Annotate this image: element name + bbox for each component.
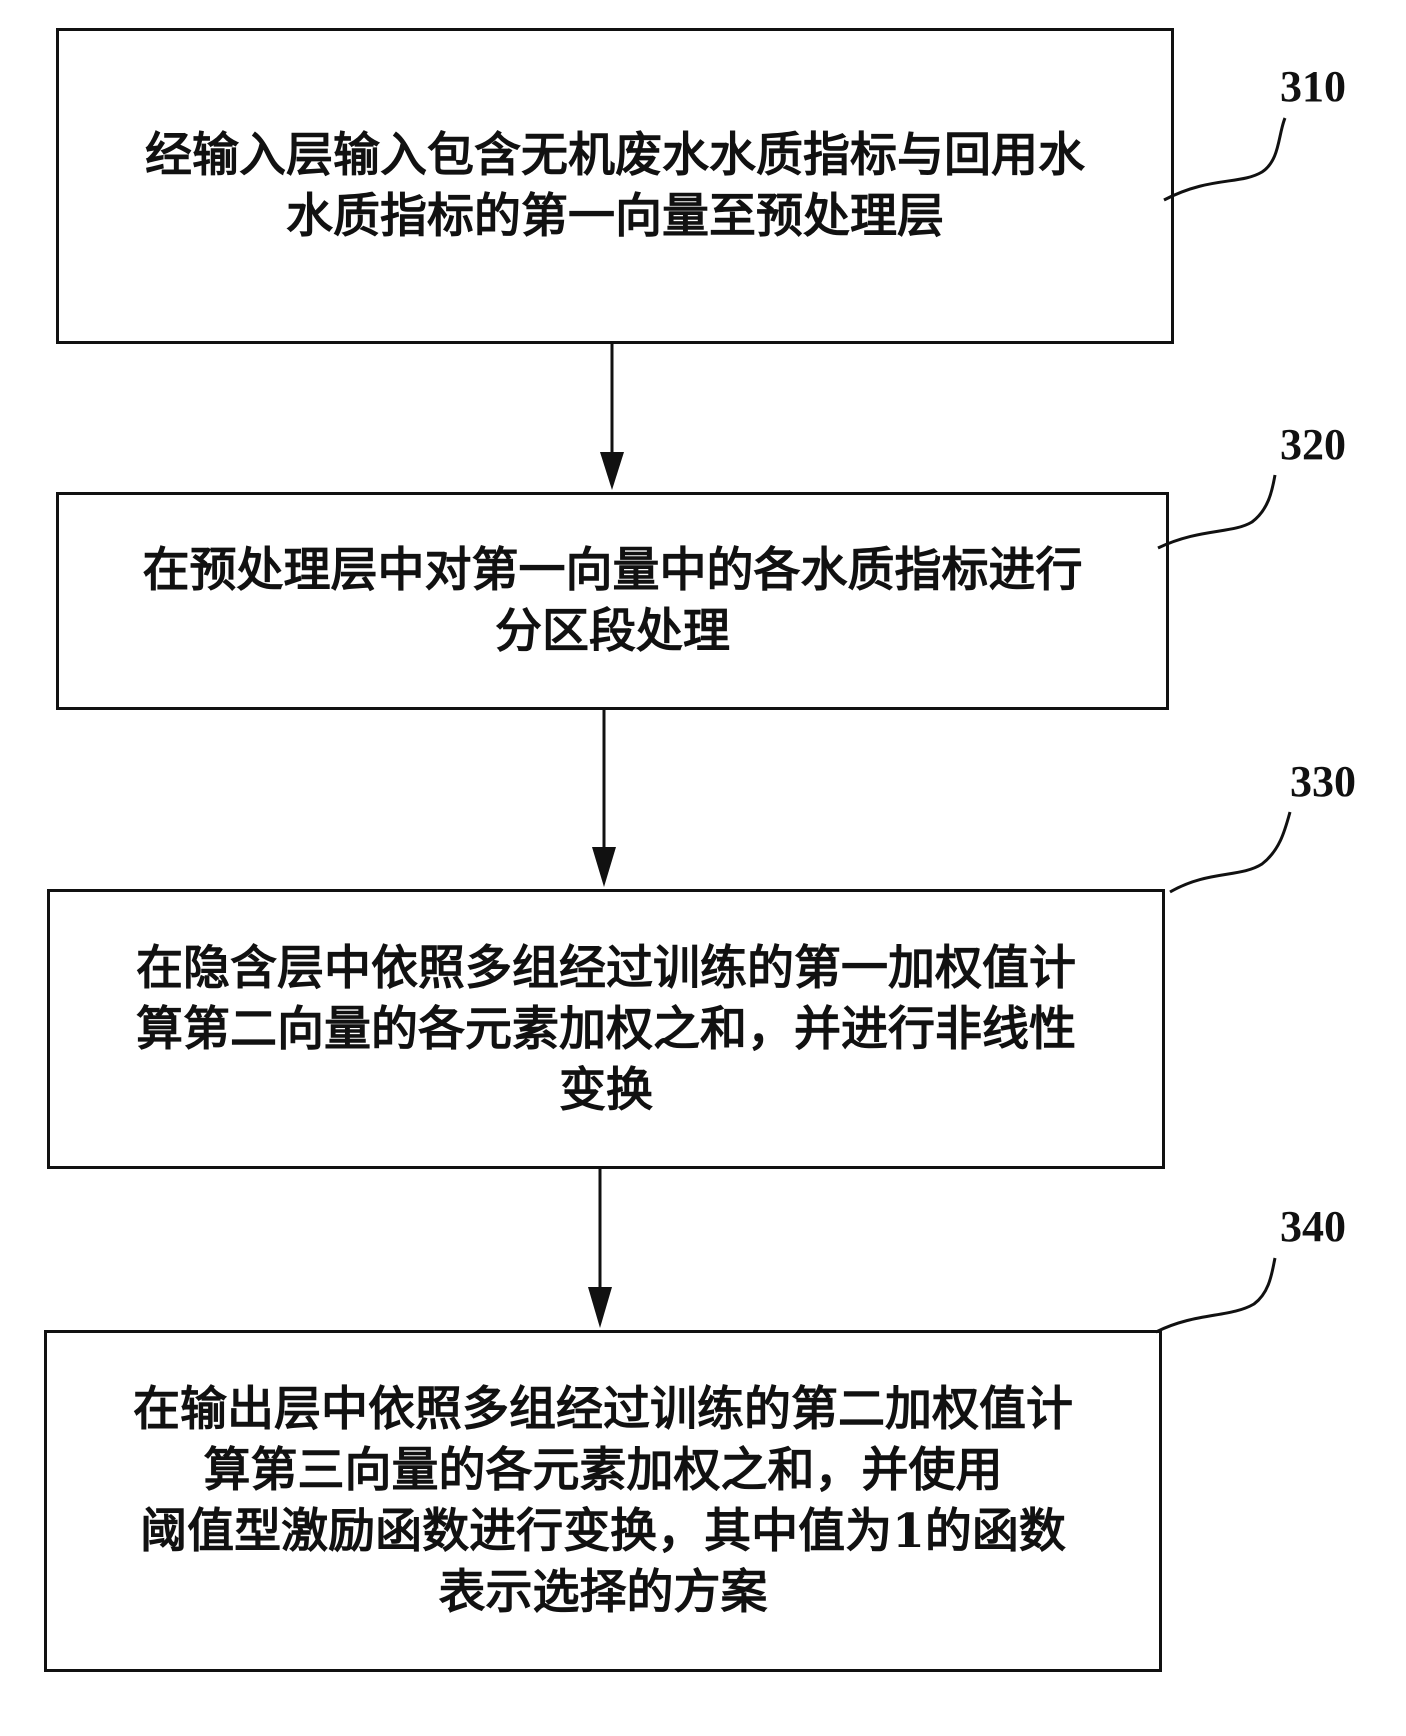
leader-line-310 — [1163, 117, 1287, 202]
step-box-310: 经输入层输入包含无机废水水质指标与回用水 水质指标的第一向量至预处理层 — [56, 28, 1174, 344]
flow-arrow-320-330 — [592, 710, 616, 887]
step-box-330: 在隐含层中依照多组经过训练的第一加权值计 算第二向量的各元素加权之和，并进行非线… — [47, 889, 1165, 1169]
leader-line-330 — [1169, 811, 1292, 894]
step-label-340: 340 — [1280, 1202, 1346, 1251]
flow-arrow-330-340 — [588, 1169, 612, 1328]
step-box-320: 在预处理层中对第一向量中的各水质指标进行 分区段处理 — [56, 492, 1169, 710]
leader-line-320 — [1157, 474, 1277, 550]
step-label-330: 330 — [1290, 757, 1356, 806]
leader-line-340 — [1155, 1257, 1277, 1334]
step-text-340: 在输出层中依照多组经过训练的第二加权值计 算第三向量的各元素加权之和，并使用 阈… — [133, 1382, 1073, 1620]
step-text-320: 在预处理层中对第一向量中的各水质指标进行 分区段处理 — [142, 543, 1083, 659]
step-label-310: 310 — [1280, 62, 1346, 111]
step-label-320: 320 — [1280, 420, 1346, 469]
step-text-310: 经输入层输入包含无机废水水质指标与回用水 水质指标的第一向量至预处理层 — [145, 128, 1085, 244]
flow-arrow-310-320 — [600, 344, 624, 490]
step-box-340: 在输出层中依照多组经过训练的第二加权值计 算第三向量的各元素加权之和，并使用 阈… — [44, 1330, 1162, 1672]
step-text-330: 在隐含层中依照多组经过训练的第一加权值计 算第二向量的各元素加权之和，并进行非线… — [136, 940, 1076, 1118]
